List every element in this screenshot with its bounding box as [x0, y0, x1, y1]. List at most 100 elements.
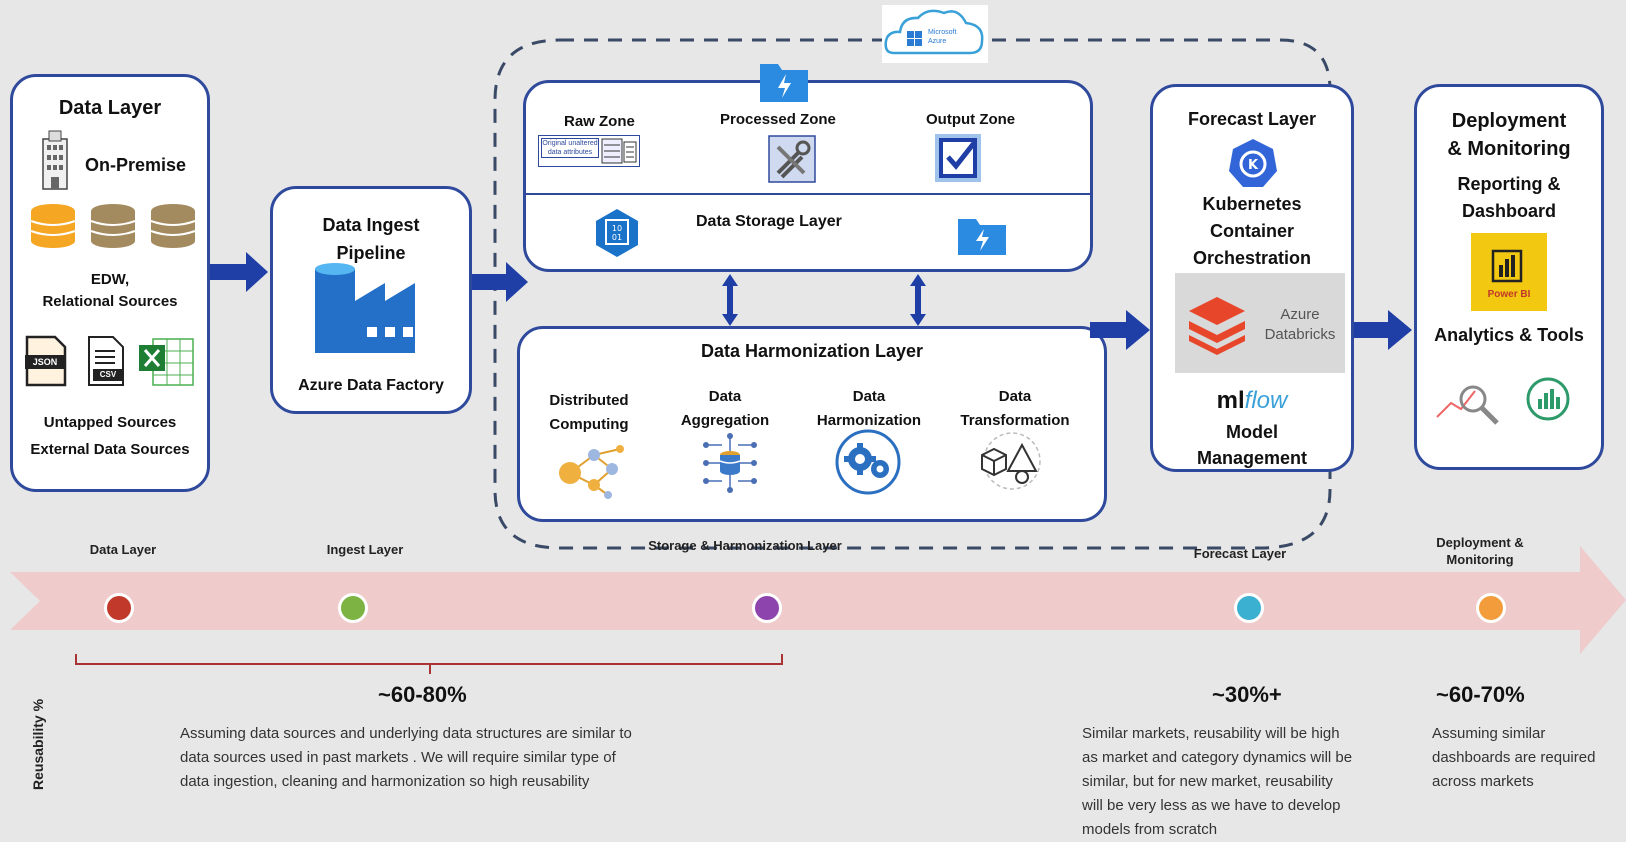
stage-label-deployment: Deployment & Monitoring — [1420, 534, 1540, 568]
raw-zone-label: Raw Zone — [564, 113, 635, 130]
cloud-icon — [884, 9, 984, 55]
table-icon — [601, 138, 637, 164]
aggregation-line2: Aggregation — [680, 412, 770, 429]
mlflow-logo: mlflow — [1153, 387, 1351, 415]
analytics-magnifier-icon — [1433, 379, 1505, 425]
kubernetes-label: Kubernetes Container Orchestration — [1153, 191, 1351, 272]
reusability-desc-3: Assuming similar dashboards are required… — [1432, 722, 1595, 794]
desc2-line5: models from scratch — [1082, 821, 1218, 838]
csv-file-icon: CSV — [83, 335, 129, 387]
azure-cloud-badge: Microsoft Azure — [882, 5, 988, 63]
harmonization-line1: Data — [852, 388, 886, 405]
forecast-panel: Forecast Layer K Kubernetes Container Or… — [1150, 84, 1354, 472]
reusability-pct-1: ~60-80% — [378, 682, 467, 707]
svg-text:01: 01 — [612, 233, 622, 242]
storage-layer-title: Data Storage Layer — [696, 213, 842, 230]
reusability-pct-3: ~60-70% — [1436, 682, 1525, 707]
building-icon — [42, 130, 68, 190]
mlflow-ml: ml — [1216, 387, 1245, 414]
deployment-title-line1: Deployment — [1451, 110, 1567, 132]
powerbi-logo: Power BI — [1471, 233, 1547, 311]
excel-icon — [139, 338, 194, 386]
bidirectional-arrow-left — [722, 274, 738, 326]
untapped-sources-label: Untapped Sources External Data Sources — [13, 409, 207, 463]
data-layer-panel: Data Layer On-Premise — [10, 74, 210, 492]
desc2-line1: Similar markets, reusability will be hig… — [1082, 725, 1340, 742]
raw-zone-icon: Original unaltered data attributes — [538, 135, 640, 167]
mlflow-flow: flow — [1244, 387, 1288, 414]
on-premise-label: On-Premise — [85, 155, 187, 175]
desc2-line4: will be very less as we have to develop — [1082, 797, 1341, 814]
data-factory-icon — [315, 263, 415, 353]
k8s-line1: Kubernetes — [1202, 194, 1302, 214]
transformation-line1: Data — [998, 388, 1032, 405]
stage-dot-forecast — [1234, 593, 1264, 623]
distributed-line2: Computing — [549, 416, 629, 433]
untapped-label: Untapped Sources — [43, 414, 177, 431]
arrow-data-to-ingest — [210, 252, 268, 292]
harmonization-line2: Harmonization — [816, 412, 922, 429]
reusability-pct-2: ~30%+ — [1212, 682, 1282, 707]
hexagon-data-icon: 10 01 — [596, 209, 638, 257]
tools-icon — [768, 135, 816, 183]
bidirectional-arrow-right — [910, 274, 926, 326]
stage-dot-ingest — [338, 593, 368, 623]
gears-icon — [835, 429, 901, 495]
k8s-line2: Container — [1209, 221, 1294, 241]
ingest-title: Data Ingest Pipeline — [273, 211, 469, 267]
desc3-line3: across markets — [1432, 773, 1534, 790]
desc2-line3: similar, but for new market, reusability — [1082, 773, 1333, 790]
azure-badge-line2: Azure — [928, 38, 947, 45]
stage-label-storage: Storage & Harmonization Layer — [648, 538, 842, 553]
databricks-logo: Azure Databricks — [1175, 273, 1345, 373]
analytics-tools-label: Analytics & Tools — [1434, 325, 1584, 345]
kubernetes-icon: K — [1229, 139, 1277, 187]
ingest-title-line2: Pipeline — [336, 243, 406, 263]
desc3-line2: dashboards are required — [1432, 749, 1596, 766]
azure-badge-line1: Microsoft — [928, 29, 957, 36]
reusability-desc-1: Assuming data sources and underlying dat… — [180, 722, 632, 794]
storage-panel: Raw Zone Processed Zone Output Zone Orig… — [523, 80, 1093, 272]
forecast-title: Forecast Layer — [1187, 109, 1317, 129]
ingest-panel: Data Ingest Pipeline Azure Data Factory — [270, 186, 472, 414]
distributed-line1: Distributed — [549, 392, 629, 409]
reusability-bracket — [75, 654, 783, 674]
powerbi-label: Power BI — [1487, 289, 1531, 300]
svg-text:K: K — [1248, 158, 1259, 173]
data-aggregation-label: Data Aggregation — [670, 385, 780, 433]
reusability-desc-2: Similar markets, reusability will be hig… — [1082, 722, 1352, 842]
desc1-line1: Assuming data sources and underlying dat… — [180, 725, 632, 742]
json-file-label: JSON — [25, 355, 65, 369]
reporting-line2: Dashboard — [1461, 201, 1557, 221]
stage-label-ingest: Ingest Layer — [326, 542, 404, 557]
arrow-to-forecast — [1090, 310, 1150, 350]
distributed-computing-label: Distributed Computing — [534, 389, 644, 437]
stage-label-forecast: Forecast Layer — [1193, 546, 1287, 561]
raw-zone-icon-line2: data attributes — [547, 149, 593, 156]
deployment-panel: Deployment & Monitoring Reporting & Dash… — [1414, 84, 1604, 470]
azure-data-factory-label: Azure Data Factory — [298, 377, 444, 394]
database-icon-2 — [87, 201, 139, 253]
svg-text:10: 10 — [612, 224, 622, 233]
powerbi-icon — [1491, 249, 1523, 283]
data-harmonization-label: Data Harmonization — [806, 385, 932, 433]
databricks-line2: Databricks — [1264, 326, 1336, 343]
stage-dot-deployment — [1476, 593, 1506, 623]
output-zone-label: Output Zone — [926, 111, 1016, 128]
harmonization-title: Data Harmonization Layer — [700, 341, 924, 361]
database-icon-1 — [27, 201, 79, 253]
transformation-line2: Transformation — [960, 412, 1070, 429]
ingest-title-line1: Data Ingest — [322, 215, 420, 235]
databricks-line1: Azure — [1280, 306, 1320, 323]
json-file-icon: JSON — [23, 335, 69, 387]
data-layer-title: Data Layer — [58, 97, 162, 119]
desc1-line2: data sources used in past markets . We w… — [180, 749, 616, 766]
lake-folder-icon — [760, 64, 808, 102]
desc2-line2: as market and category dynamics will be — [1082, 749, 1353, 766]
databricks-text: Azure Databricks — [1255, 305, 1345, 345]
stage-deployment-line2: Monitoring — [1446, 552, 1514, 567]
storage-divider — [526, 193, 1090, 195]
model-management-label: Model Management — [1153, 419, 1351, 471]
network-icon — [559, 445, 624, 499]
